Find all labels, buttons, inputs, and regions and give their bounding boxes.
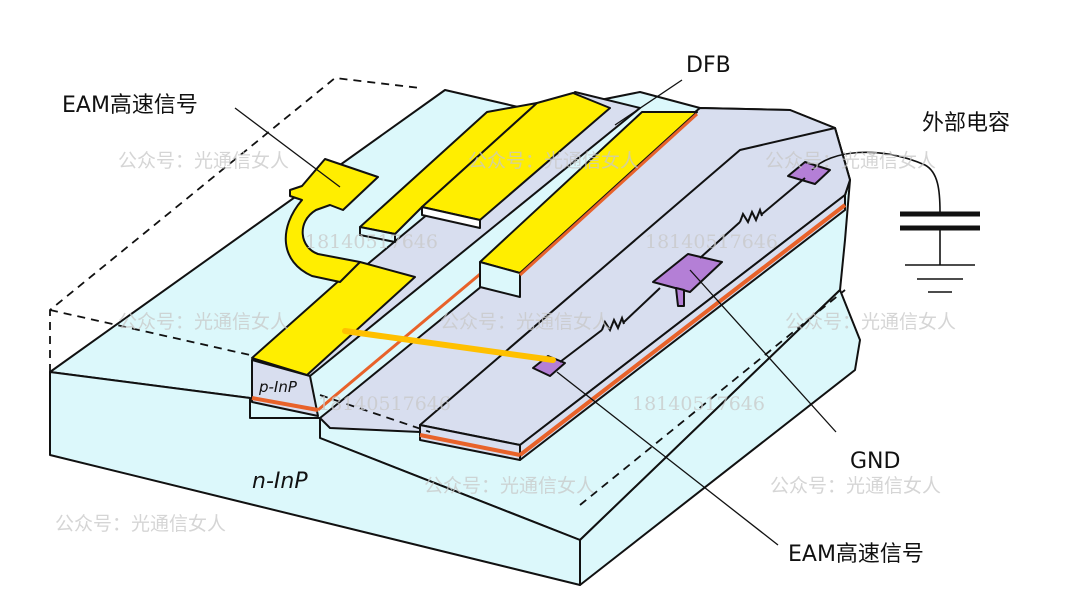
label-p-inp: p-InP — [258, 378, 298, 396]
eam-electrode-pad — [251, 261, 416, 376]
watermark-text: 公众号：光通信女人 — [55, 513, 226, 535]
watermark-text: 公众号：光通信女人 — [118, 311, 289, 333]
substrate-front-face — [49, 371, 581, 586]
contact-layer-stripe — [518, 112, 699, 277]
circuit-line — [623, 287, 661, 323]
watermark-text: 公众号：光通信女人 — [770, 475, 941, 497]
watermark-text: 公众号：光通信女人 — [785, 311, 956, 333]
label-dfb: DFB — [686, 53, 731, 78]
watermark-text: 公众号：光通信女人 — [468, 150, 639, 172]
capacitor-wire — [811, 151, 941, 213]
label-eam-signal-bottom: EAM高速信号 — [788, 542, 924, 567]
label-external-capacitor: 外部电容 — [922, 111, 1010, 136]
label-n-inp: n-InP — [252, 469, 308, 494]
gnd-via — [675, 287, 685, 307]
bond-wire — [342, 328, 556, 363]
watermark-text: 公众号：光通信女人 — [424, 475, 595, 497]
resistor-icon — [739, 207, 763, 225]
leader-lines — [234, 79, 837, 546]
label-gnd: GND — [850, 449, 900, 474]
contact-layer-stripe — [251, 396, 319, 412]
watermark-text: 18140517646 — [645, 231, 778, 253]
label-eam-signal-top: EAM高速信号 — [62, 93, 198, 118]
ground-icon — [905, 264, 975, 293]
dfb-electrode-face — [421, 206, 481, 229]
eam-bond-pad — [284, 158, 379, 283]
watermark-text: 公众号：光通信女人 — [765, 150, 936, 172]
watermark-text: 公众号：光通信女人 — [118, 150, 289, 172]
circuit-line — [699, 221, 741, 259]
watermark-text: 18140517646 — [305, 231, 438, 253]
metal-stripe-left-face — [359, 226, 396, 243]
watermark-text: 公众号：光通信女人 — [440, 311, 611, 333]
watermarks: 公众号：光通信女人 公众号：光通信女人 公众号：光通信女人 1814051764… — [55, 150, 956, 535]
watermark-text: 18140517646 — [318, 393, 451, 415]
substrate-right-face — [579, 289, 861, 586]
capacitor-pad — [787, 161, 831, 185]
metal-stripe-right-face — [479, 261, 521, 298]
watermark-text: 18140517646 — [632, 393, 765, 415]
contact-layer-stripe — [518, 203, 847, 457]
contact-layer-stripe — [419, 433, 521, 457]
dashed-outline — [49, 77, 846, 506]
resistor-icon — [601, 315, 625, 333]
circuit-line — [559, 329, 603, 363]
circuit-line — [761, 177, 806, 215]
